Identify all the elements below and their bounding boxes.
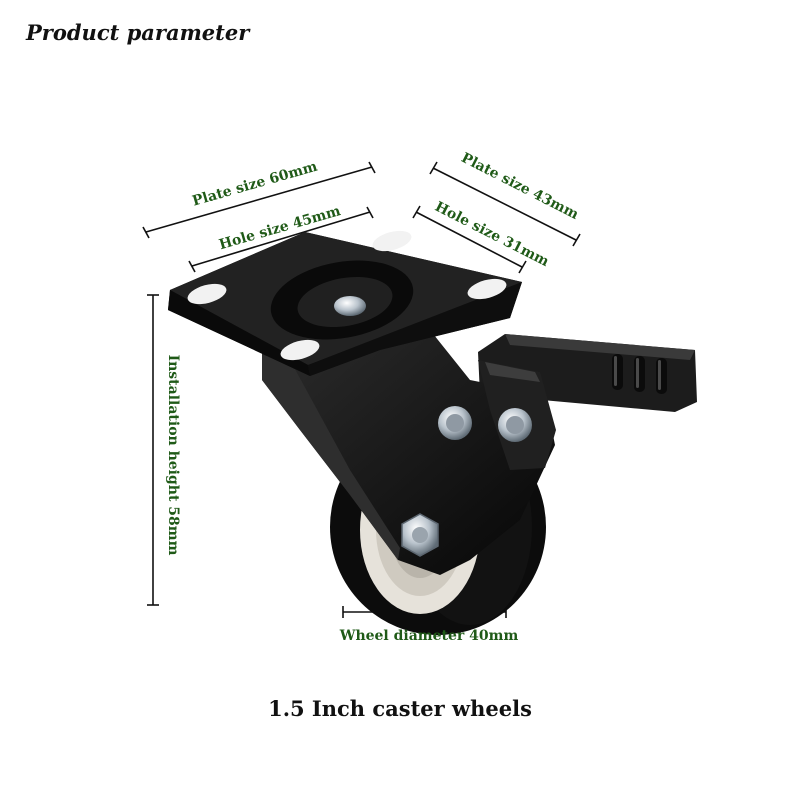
page-title: Product parameter [26,20,250,45]
dimension-line-hole-depth [412,205,527,274]
caster-wheel-image [168,230,697,635]
dimension-line-hole-width [188,206,374,273]
dimension-line-installation-height [147,294,159,606]
label-hole-size-depth: Hole size 31mm [432,199,551,270]
label-installation-height: Installation height 58mm [165,355,181,556]
product-caption: 1.5 Inch caster wheels [268,696,532,721]
label-plate-size-width: Plate size 60mm [191,159,320,210]
dimension-line-plate-depth [429,161,581,247]
label-wheel-diameter: Wheel diameter 40mm [339,628,519,644]
dimension-line-plate-width [142,161,376,239]
